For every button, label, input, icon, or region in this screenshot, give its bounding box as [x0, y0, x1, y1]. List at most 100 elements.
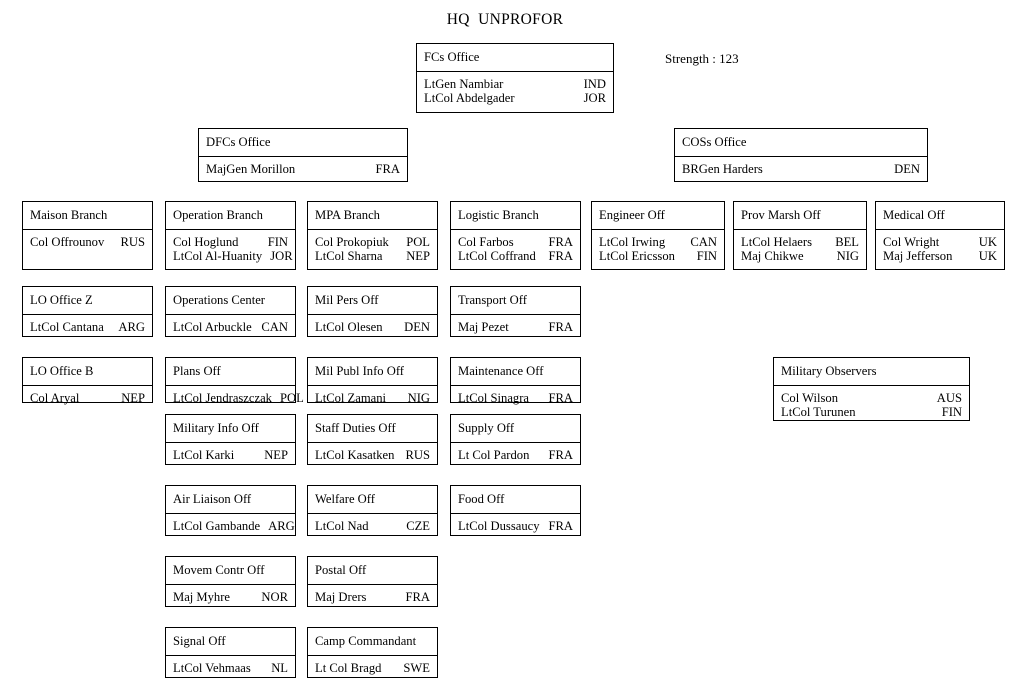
personnel-name: LtCol Gambande [173, 518, 261, 533]
personnel-nation-code: FRA [548, 447, 574, 462]
personnel-nation-code: ARG [118, 319, 145, 334]
personnel-name: LtCol Zamani [315, 390, 386, 405]
unit-title: Movem Contr Off [166, 557, 295, 585]
personnel-row: LtCol Arbuckle CAN [173, 320, 288, 335]
unit-personnel-list: LtCol Cantana ARG [23, 315, 152, 340]
personnel-name: LtCol Olesen [315, 319, 383, 334]
personnel-nation-code: IND [583, 76, 606, 91]
personnel-name: LtCol Ericsson [599, 249, 675, 264]
personnel-nation-code: CAN [261, 319, 288, 334]
personnel-name: Col Offrounov [30, 234, 105, 249]
unit-title: DFCs Office [199, 129, 407, 157]
unit-title: Prov Marsh Off [734, 202, 866, 230]
personnel-nation-code: POL [406, 234, 430, 249]
personnel-nation-code: POL [279, 390, 304, 405]
unit-title: MPA Branch [308, 202, 437, 230]
personnel-row: LtCol Sinagra FRA [458, 391, 573, 406]
personnel-name: LtCol Nad [315, 518, 369, 533]
unit-title: Mil Pers Off [308, 287, 437, 315]
personnel-name: LtCol Cantana [30, 319, 104, 334]
personnel-nation-code: FRA [548, 390, 574, 405]
unit-personnel-list: LtCol Arbuckle CAN [166, 315, 295, 340]
unit-title: Supply Off [451, 415, 580, 443]
personnel-name: MajGen Morillon [206, 161, 296, 176]
unit-title: LO Office Z [23, 287, 152, 315]
unit-title: Military Info Off [166, 415, 295, 443]
unit-title: Mil Publ Info Off [308, 358, 437, 386]
page-title: HQ UNPROFOR [446, 11, 564, 28]
personnel-nation-code: JOR [583, 91, 606, 106]
personnel-name: Col Wright [883, 234, 940, 249]
unit-title: Signal Off [166, 628, 295, 656]
personnel-name: Col Prokopiuk [315, 234, 389, 249]
unit-title: LO Office B [23, 358, 152, 386]
personnel-name: Lt Col Bragd [315, 660, 382, 675]
personnel-name: LtCol Arbuckle [173, 319, 252, 334]
personnel-name: LtCol Vehmaas [173, 660, 251, 675]
unit-title: Air Liaison Off [166, 486, 295, 514]
unit-title: Welfare Off [308, 486, 437, 514]
personnel-name: LtCol Sinagra [458, 390, 530, 405]
unit-box-lo-office-z[interactable]: LO Office Z LtCol Cantana ARG [22, 286, 153, 337]
unit-title: Postal Off [308, 557, 437, 585]
personnel-nation-code: UK [978, 234, 997, 249]
personnel-nation-code: FRA [548, 319, 574, 334]
personnel-name: Maj Myhre [173, 589, 231, 604]
personnel-row: Col Prokopiuk POL [315, 235, 430, 250]
personnel-nation-code: FRA [548, 249, 574, 264]
unit-title: Transport Off [451, 287, 580, 315]
personnel-name: Maj Drers [315, 589, 367, 604]
personnel-row: LtCol Cantana ARG [30, 320, 145, 335]
